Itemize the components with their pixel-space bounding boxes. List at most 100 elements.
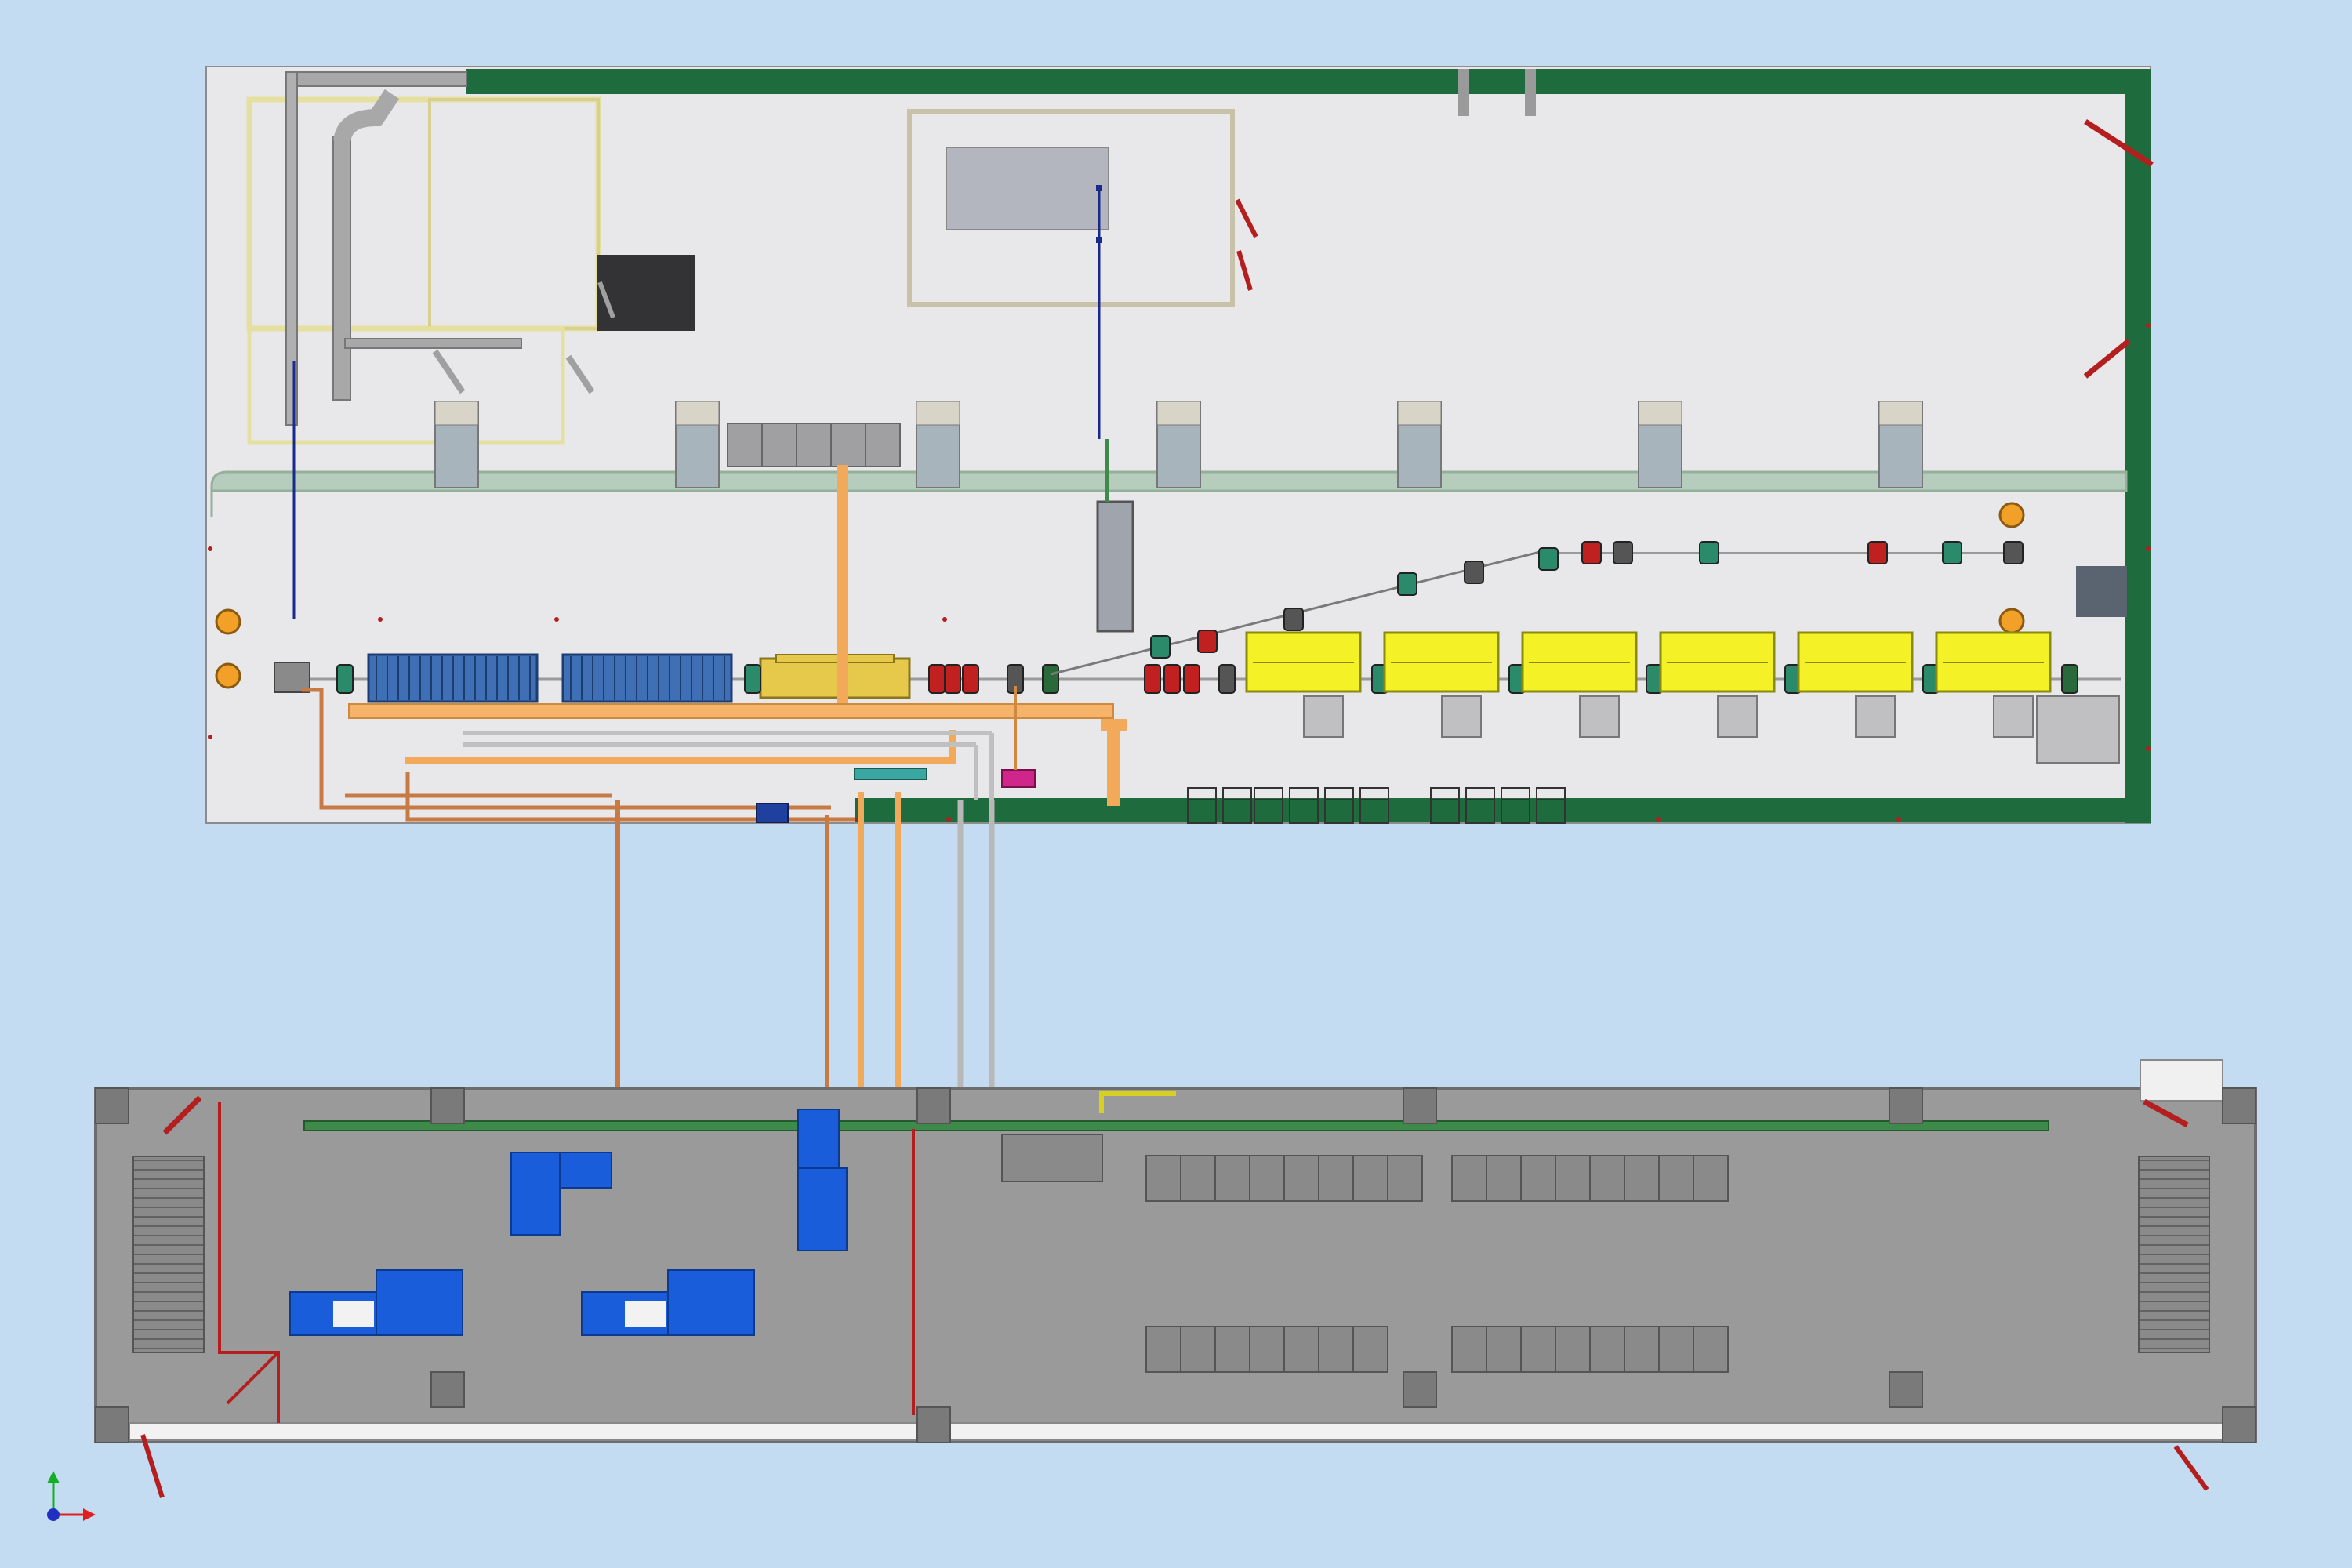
cabinet-r1-2: [1180, 1155, 1216, 1202]
lower-room-outline: [247, 326, 565, 445]
branch-magnet-12: [2003, 541, 2024, 564]
acc-section-ribs: [376, 656, 725, 700]
lower-pillar-6: [2222, 1087, 2256, 1124]
beamline-magnets: [336, 664, 2078, 694]
upper-wall-right: [2125, 69, 2151, 823]
axis-x-arrow-icon: [83, 1508, 96, 1521]
red-diag-4: [2143, 1098, 2189, 1128]
duct-diagonal-2: [565, 354, 595, 394]
water-pipes: [348, 465, 1127, 806]
yellow-riser: [1099, 1091, 1176, 1113]
cabinet-r1-5: [1283, 1155, 1319, 1202]
modulator-2-top: [667, 1269, 755, 1336]
cabinet-rows: [1145, 1155, 1729, 1373]
red-line-left: [218, 1102, 280, 1423]
klystron-2-base: [797, 1167, 848, 1251]
magnet-9: [1218, 664, 1236, 694]
cabinet-r2-1: [1451, 1155, 1487, 1202]
marker-dot-13: [1656, 817, 1661, 822]
lower-pillar-11: [1889, 1371, 1923, 1408]
column-cap-7: [1878, 401, 1923, 426]
experiment-room-outline: [907, 109, 1235, 307]
rack-1: [727, 423, 763, 467]
experiment-room-block: [946, 147, 1109, 230]
duct-diagonal-3: [597, 281, 615, 319]
cable-tray: [303, 1120, 2049, 1131]
cabinet-r1-8: [1387, 1155, 1423, 1202]
upper-wall-top: [466, 69, 2151, 94]
klystron-1-base: [510, 1152, 561, 1236]
door-marker-2: [1236, 250, 1253, 291]
column-cap-5: [1397, 401, 1442, 426]
cabinet-r4-2: [1486, 1326, 1522, 1373]
railing-7: [1430, 787, 1460, 824]
cooling-unit: [854, 768, 927, 780]
cabinet-r3-3: [1214, 1326, 1250, 1373]
undulator-support-4: [1717, 695, 1758, 738]
rack-4: [830, 423, 866, 467]
branch-magnet-8: [1613, 541, 1633, 564]
marker-dot-5: [942, 617, 947, 622]
branch-magnet-11: [1942, 541, 1962, 564]
marker-dot-7: [2146, 323, 2151, 328]
lower-pillar-7: [95, 1406, 129, 1443]
cable-node-2: [1096, 237, 1102, 243]
branch-magnets: [1150, 541, 2024, 659]
cabinet-r3-1: [1145, 1326, 1181, 1373]
cabinet-r3-2: [1180, 1326, 1216, 1373]
cabinet-r2-3: [1520, 1155, 1556, 1202]
lower-hall-bottom-strip: [129, 1422, 2247, 1441]
gun: [274, 662, 310, 693]
red-diag-2: [226, 1351, 280, 1405]
column-cap-6: [1638, 401, 1682, 426]
door-marker-1: [1235, 198, 1258, 238]
rack-3: [796, 423, 832, 467]
axis-y-arrow-icon: [47, 1471, 60, 1483]
column-cap-4: [1156, 401, 1201, 426]
top-pipe-1: [1458, 69, 1469, 116]
cabinet-r1-1: [1145, 1155, 1181, 1202]
modulator-2-window: [625, 1301, 666, 1327]
small-cabinet-block: [1001, 1134, 1103, 1182]
cabinet-r1-7: [1352, 1155, 1388, 1202]
lower-pillar-1: [95, 1087, 129, 1124]
magnet-6: [1144, 664, 1161, 694]
magnet-8: [1183, 664, 1200, 694]
target-left-2: [215, 662, 241, 689]
lower-pillars: [95, 1087, 2256, 1443]
upper-wall-bottom: [855, 798, 2151, 822]
rack-2: [761, 423, 797, 467]
duct-vertical-left: [285, 71, 298, 426]
cabinet-r3-5: [1283, 1326, 1319, 1373]
copper-loop-2: [405, 772, 855, 822]
lower-pillar-10: [1403, 1371, 1437, 1408]
cabinet-r4-8: [1693, 1326, 1729, 1373]
branch-magnet-2: [1197, 630, 1218, 653]
cabinet-r1-3: [1214, 1155, 1250, 1202]
marker-dot-8: [2146, 746, 2151, 751]
cabinet-r4-4: [1555, 1326, 1591, 1373]
branch-magnet-10: [1867, 541, 1888, 564]
axis-z-origin-icon: [47, 1508, 60, 1521]
lower-pillar-8: [430, 1371, 465, 1408]
magnet-2: [944, 664, 961, 694]
lower-pillar-12: [2222, 1406, 2256, 1443]
vertical-risers: [615, 792, 995, 1129]
cabinet-r1-4: [1249, 1155, 1285, 1202]
red-diag-5: [2173, 1445, 2209, 1491]
cabinet-r2-7: [1658, 1155, 1694, 1202]
duct-branch: [344, 338, 522, 349]
cabinet-r3-7: [1352, 1326, 1388, 1373]
cabinet-r1-6: [1318, 1155, 1354, 1202]
tunnel-columns: [434, 401, 1923, 488]
lower-pillar-9: [916, 1406, 951, 1443]
marker-dot-2: [208, 735, 212, 739]
magnet-1: [928, 664, 946, 694]
railing-5: [1324, 787, 1354, 824]
marker-dot-3: [378, 617, 383, 622]
lower-hall: [94, 1059, 2257, 1498]
rf-section-top: [775, 654, 895, 663]
axis-triad[interactable]: [47, 1471, 96, 1521]
cabinet-r4-1: [1451, 1326, 1487, 1373]
